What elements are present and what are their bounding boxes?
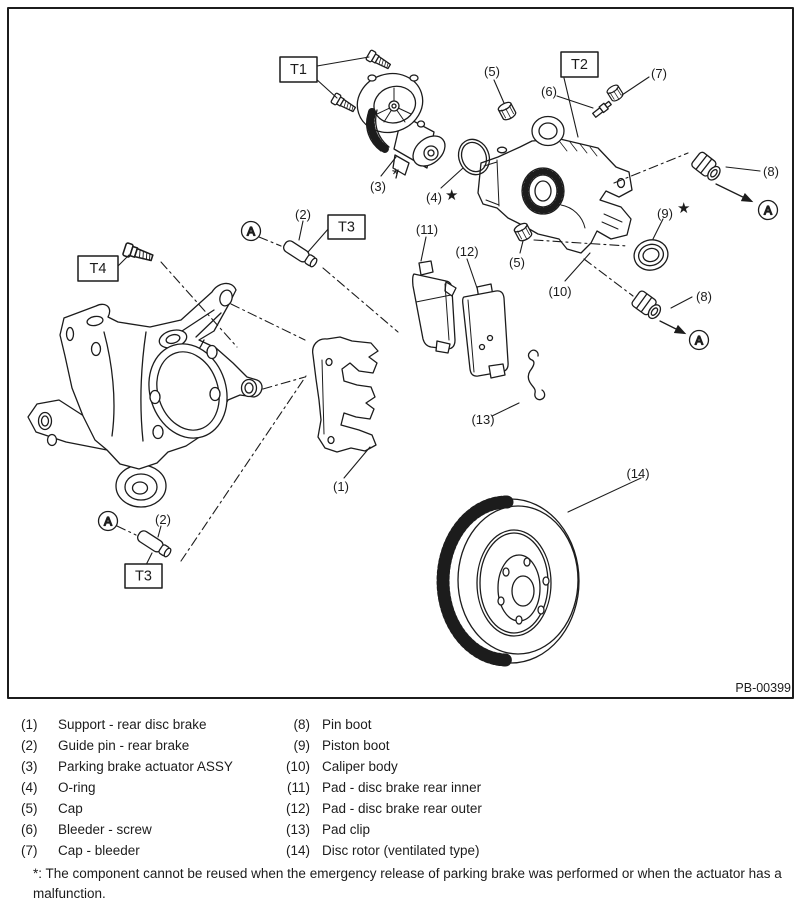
svg-text:T1: T1 xyxy=(290,62,307,78)
legend-num: (11) xyxy=(286,780,310,795)
tool-box-t2: T2 xyxy=(560,51,599,78)
mount-bolt-upper xyxy=(365,49,393,72)
legend-label: Pin boot xyxy=(322,717,372,732)
callout-8a: (8) xyxy=(763,164,779,179)
tool-box-t1: T1 xyxy=(279,56,318,83)
exploded-view-diagram: A A A A T1 T2 T3 T3 T4 (1) (2) (2) (3) *… xyxy=(7,7,794,699)
legend-num: (3) xyxy=(21,759,38,774)
callout-5a: (5) xyxy=(484,64,500,79)
legend-num: (9) xyxy=(293,738,311,753)
legend-label: Pad clip xyxy=(322,822,371,837)
reuse-footnote: *: The component cannot be reused when t… xyxy=(33,866,782,901)
figure-code: PB-00399 xyxy=(735,681,791,695)
callout-13: (13) xyxy=(471,412,494,427)
view-a-top-left: A xyxy=(240,220,262,242)
callout-5b: (5) xyxy=(509,255,525,270)
o-ring-drawing xyxy=(457,138,491,176)
legend-label: Cap xyxy=(58,801,83,816)
pin-boot-upper xyxy=(689,150,725,184)
legend-label: Piston boot xyxy=(322,738,390,753)
rear-knuckle-drawing xyxy=(27,282,263,508)
callout-11: (11) xyxy=(416,222,438,237)
legend-num: (6) xyxy=(21,822,38,837)
pin-boot-lower xyxy=(630,289,665,322)
callout-6: (6) xyxy=(541,84,557,99)
guide-pin-lower xyxy=(135,528,174,560)
callout-14: (14) xyxy=(626,466,649,481)
callout-7: (7) xyxy=(651,66,667,81)
view-a-symbols: A A A A xyxy=(97,199,779,532)
legend-label: Guide pin - rear brake xyxy=(58,738,190,753)
callout-3: (3) xyxy=(370,179,386,194)
bleeder-screw-drawing xyxy=(592,100,612,118)
pad-clip-drawing xyxy=(527,349,546,401)
callout-4-star: ★ xyxy=(445,187,458,204)
legend-label: Support - rear disc brake xyxy=(58,717,207,732)
guide-pin-upper xyxy=(281,238,320,270)
outer-pad-drawing xyxy=(462,283,509,379)
view-a-label: A xyxy=(104,515,112,529)
diagram-border xyxy=(7,7,794,699)
svg-text:T4: T4 xyxy=(90,261,107,277)
legend-label: Caliper body xyxy=(322,759,398,774)
legend-num: (8) xyxy=(293,717,311,732)
legend-num: (1) xyxy=(21,717,38,732)
view-a-label: A xyxy=(764,204,772,218)
legend-num: (4) xyxy=(21,780,38,795)
legend-label: Bleeder - screw xyxy=(58,822,152,837)
view-a-arrow-lower xyxy=(659,320,687,335)
view-a-label: A xyxy=(695,334,703,348)
tool-box-t3-lower: T3 xyxy=(124,563,163,589)
assembly-centerlines xyxy=(116,152,689,562)
view-a-label: A xyxy=(247,225,255,239)
callout-1: (1) xyxy=(333,479,349,494)
legend-num: (10) xyxy=(285,759,310,774)
callout-10: (10) xyxy=(548,284,571,299)
view-a-bottom-left: A xyxy=(97,510,119,532)
callout-3-asterisk: * xyxy=(392,165,399,184)
legend-label: Parking brake actuator ASSY xyxy=(58,759,233,774)
legend-num: (2) xyxy=(21,738,38,753)
view-a-arrow-upper xyxy=(715,183,754,203)
piston-boot-drawing xyxy=(633,239,669,271)
disc-rotor-drawing xyxy=(436,495,580,667)
svg-text:T3: T3 xyxy=(338,220,355,236)
callout-2a: (2) xyxy=(295,207,311,222)
legend-label: Pad - disc brake rear outer xyxy=(322,801,482,816)
callout-labels: (1) (2) (2) (3) * (4) ★ (5) (5) (6) (7) … xyxy=(155,64,791,695)
leader-lines xyxy=(117,56,761,566)
callout-8b: (8) xyxy=(696,289,712,304)
t4-bolt xyxy=(121,241,155,265)
legend-label: O-ring xyxy=(58,780,96,795)
cap-upper xyxy=(496,100,518,123)
callout-4: (4) xyxy=(426,190,442,205)
legend-num: (14) xyxy=(285,843,310,858)
legend-label: Cap - bleeder xyxy=(58,843,140,858)
callout-9-star: ★ xyxy=(677,200,690,217)
legend-num: (5) xyxy=(21,801,38,816)
callout-2b: (2) xyxy=(155,512,171,527)
bleeder-cap xyxy=(605,82,625,104)
view-a-top-right: A xyxy=(757,199,779,221)
inner-pad-drawing xyxy=(412,260,457,354)
actuator-drawing xyxy=(356,72,446,179)
view-a-mid-right: A xyxy=(688,329,710,351)
tool-callout-boxes: T1 T2 T3 T3 T4 xyxy=(77,51,599,589)
svg-text:T3: T3 xyxy=(135,569,152,585)
tool-box-t4: T4 xyxy=(77,255,119,282)
callout-12: (12) xyxy=(455,244,478,259)
legend-num: (13) xyxy=(285,822,310,837)
caliper-body-drawing xyxy=(477,115,633,254)
callout-9: (9) xyxy=(657,206,673,221)
svg-text:T2: T2 xyxy=(571,57,588,73)
legend-num: (12) xyxy=(285,801,310,816)
tool-box-t3-upper: T3 xyxy=(327,214,366,240)
legend-label: Pad - disc brake rear inner xyxy=(322,780,482,795)
legend-label: Disc rotor (ventilated type) xyxy=(322,843,480,858)
support-bracket-drawing xyxy=(312,336,379,453)
legend-num: (7) xyxy=(21,843,38,858)
